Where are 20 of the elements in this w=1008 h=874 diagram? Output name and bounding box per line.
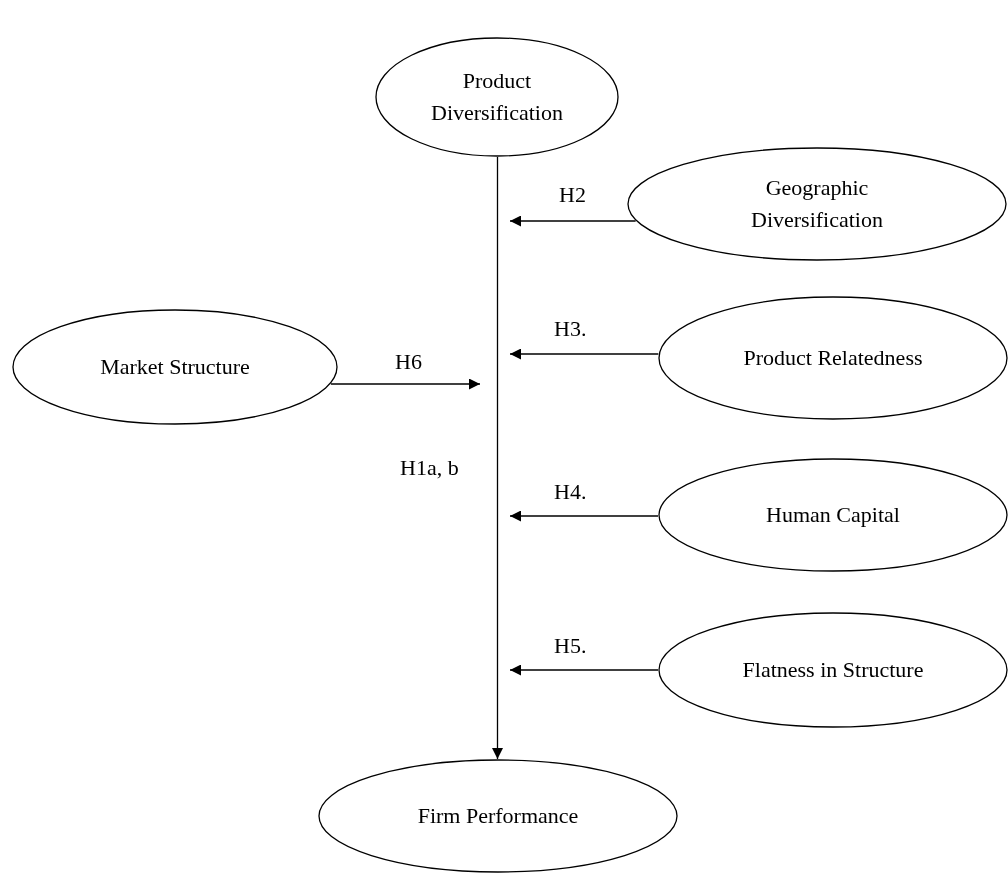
- arrow: [509, 215, 637, 227]
- construct-label: Product Diversification: [430, 67, 564, 127]
- arrow: [509, 664, 659, 676]
- arrow: [492, 156, 503, 760]
- construct-ellipse: [658, 612, 1008, 728]
- arrow: [509, 348, 659, 360]
- construct-label: Flatness in Structure: [742, 656, 924, 685]
- arrow: [509, 510, 659, 522]
- construct-label: Human Capital: [766, 501, 900, 530]
- construct-ellipse: [627, 147, 1007, 261]
- construct-ellipse: [658, 458, 1008, 572]
- construct-label: Geographic Diversification: [750, 174, 884, 234]
- construct-ellipse: [318, 759, 678, 873]
- construct-ellipse: [658, 296, 1008, 420]
- arrow: [330, 378, 481, 390]
- construct-label: Product Relatedness: [743, 344, 923, 373]
- construct-ellipse: [375, 37, 619, 157]
- construct-label: Firm Performance: [417, 802, 579, 831]
- construct-ellipse: [12, 309, 338, 425]
- construct-label: Market Structure: [100, 353, 250, 382]
